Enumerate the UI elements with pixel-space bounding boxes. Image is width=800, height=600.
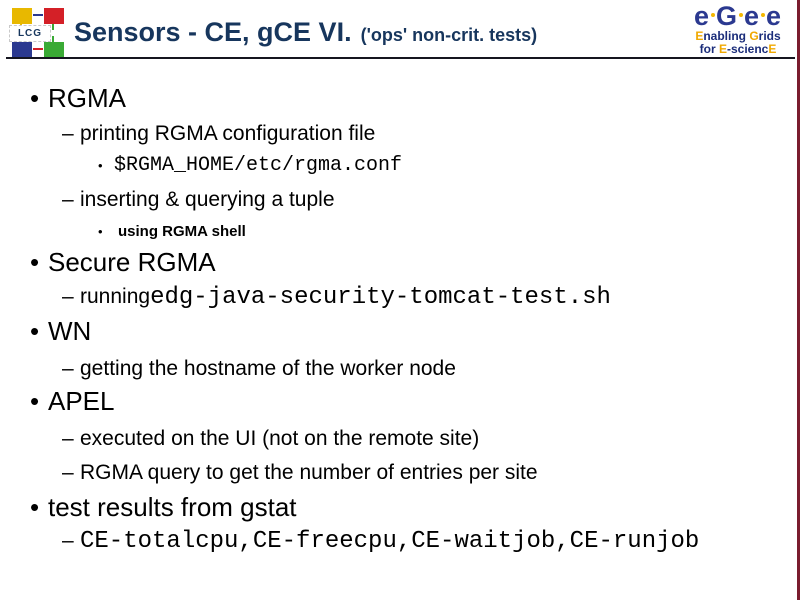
bullet-line-wn: • WN — [0, 315, 790, 347]
lcg-square-blue — [12, 42, 32, 58]
bullet-marker: – — [62, 188, 74, 211]
bullet-code-text: $RGMA_HOME/etc/rgma.conf — [114, 154, 403, 177]
bullet-line-hostname: –getting the hostname of the worker node — [0, 355, 790, 383]
bullet-text: executed on the UI (not on the remote si… — [80, 427, 480, 450]
bullet-line-ce-metrics: –CE-totalcpu,CE-freecpu,CE-waitjob,CE-ru… — [0, 527, 790, 556]
egee-tagline-2: for E-sciencE — [699, 42, 777, 56]
bullet-text: RGMA query to get the number of entries … — [80, 461, 538, 484]
bullet-line-rgma-shell: • using RGMA shell — [0, 220, 790, 244]
bullet-line-rgma: • RGMA — [0, 82, 790, 114]
bullet-line-rgma-conf-path: • $RGMA_HOME/etc/rgma.conf — [0, 153, 790, 179]
bullet-text: inserting & querying a tuple — [80, 188, 335, 211]
slide-header: LCG Sensors - CE, gCE VI. ('ops' non-crit… — [0, 0, 800, 70]
slide-body: •RGMA –printing RGMA configuration file … — [0, 60, 790, 556]
bullet-marker: • — [30, 247, 40, 277]
bullet-line-tomcat-test: –running edg-java-security-tomcat-test.s… — [0, 283, 790, 312]
bullet-line-secure-rgma: • Secure RGMA — [0, 246, 790, 278]
bullet-line-inserting-tuple: –inserting & querying a tuple — [0, 186, 790, 214]
lcg-connector-bottom — [33, 48, 43, 50]
lcg-connector-top — [33, 14, 43, 16]
bullet-code-text: CE-totalcpu,CE-freecpu,CE-waitjob,CE-run… — [80, 528, 700, 555]
lcg-square-yellow — [12, 8, 32, 24]
bullet-line-rgma-query: –RGMA query to get the number of entries… — [0, 459, 790, 487]
bullet-line-printing-config: –printing RGMA configuration file — [0, 120, 790, 148]
bullet-marker: • — [30, 83, 40, 113]
bullet-line-apel: • APEL — [0, 385, 790, 417]
egee-letter: e — [766, 1, 783, 31]
bullet-text: getting the hostname of the worker node — [80, 357, 456, 380]
bullet-marker: • — [30, 386, 40, 416]
lcg-square-red — [44, 8, 64, 24]
bullet-marker: – — [62, 285, 74, 308]
bullet-marker: – — [62, 122, 74, 145]
bullet-marker: – — [62, 357, 74, 380]
bullet-text: running — [80, 285, 151, 308]
slide-right-border — [797, 0, 800, 600]
bullet-text: APEL — [48, 386, 115, 416]
bullet-marker: – — [62, 461, 74, 484]
lcg-logo-label: LCG — [9, 25, 51, 42]
bullet-code-text: edg-java-security-tomcat-test.sh — [150, 284, 611, 311]
lcg-logo: LCG — [6, 6, 74, 62]
bullet-marker: • — [30, 492, 40, 522]
egee-letter: e — [743, 1, 761, 31]
bullet-text: using RGMA shell — [118, 223, 246, 240]
egee-letter: G — [715, 1, 738, 31]
egee-dot-icon — [738, 13, 743, 17]
egee-dot-icon — [710, 13, 715, 17]
title-text: Sensors - CE, gCE VI. — [74, 17, 352, 47]
bullet-marker: – — [62, 427, 74, 450]
lcg-square-green — [44, 42, 64, 58]
bullet-marker: • — [30, 316, 40, 346]
bullet-text: Secure RGMA — [48, 247, 216, 277]
egee-dot-icon — [761, 13, 766, 17]
title-divider — [6, 57, 795, 59]
egee-tagline-1: Enabling Grids — [695, 29, 781, 43]
bullet-line-gstat-results: • test results from gstat — [0, 491, 790, 523]
bullet-text: RGMA — [48, 83, 126, 113]
slide-title: Sensors - CE, gCE VI. ('ops' non-crit. te… — [74, 12, 537, 50]
bullet-line-executed-on-ui: –executed on the UI (not on the remote s… — [0, 425, 790, 453]
egee-letter: e — [693, 1, 710, 31]
subtitle-text: ('ops' non-crit. tests) — [360, 25, 538, 45]
bullet-marker: • — [98, 224, 103, 239]
bullet-marker: – — [62, 529, 74, 552]
lcg-connector-right — [52, 24, 54, 42]
bullet-text: WN — [48, 316, 92, 346]
bullet-text: test results from gstat — [48, 492, 297, 522]
bullet-text: printing RGMA configuration file — [80, 122, 376, 145]
bullet-marker: • — [98, 158, 103, 173]
